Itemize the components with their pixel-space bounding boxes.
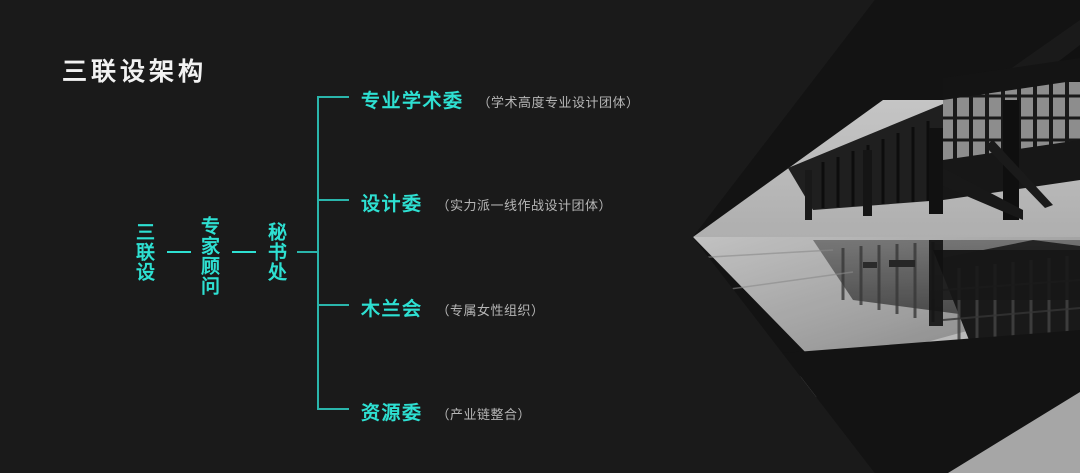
chain-connector-1: [167, 251, 191, 253]
bracket-inlet-line: [297, 251, 318, 253]
branch-line-2: [317, 199, 349, 201]
page-title: 三联设架构: [62, 58, 208, 86]
architecture-photo-artwork: [693, 0, 1080, 473]
architecture-photo: [693, 0, 1080, 473]
chain-connector-2: [232, 251, 256, 253]
branch-line-1: [317, 96, 349, 98]
branch-line-4: [317, 408, 349, 410]
branch-item-2: 设计委 （实力派一线作战设计团体）: [361, 189, 612, 216]
branch-description: （学术高度专业设计团体）: [477, 95, 640, 110]
branch-name: 设计委: [361, 194, 423, 215]
branch-description: （实力派一线作战设计团体）: [436, 198, 613, 213]
branch-description: （专属女性组织）: [436, 303, 545, 318]
bracket-vertical-line: [317, 96, 319, 409]
branch-description: （产业链整合）: [436, 407, 532, 422]
branch-name: 专业学术委: [361, 91, 464, 112]
branch-item-1: 专业学术委 （学术高度专业设计团体）: [361, 86, 640, 113]
chain-node-expert: 专家顾问: [198, 216, 219, 296]
branch-name: 木兰会: [361, 299, 423, 320]
chain-node-secretariat: 秘书处: [265, 222, 286, 282]
chain-node-root: 三联设: [133, 222, 154, 282]
branch-name: 资源委: [361, 403, 423, 424]
branch-item-4: 资源委 （产业链整合）: [361, 398, 531, 425]
branch-line-3: [317, 304, 349, 306]
branch-item-3: 木兰会 （专属女性组织）: [361, 294, 545, 321]
